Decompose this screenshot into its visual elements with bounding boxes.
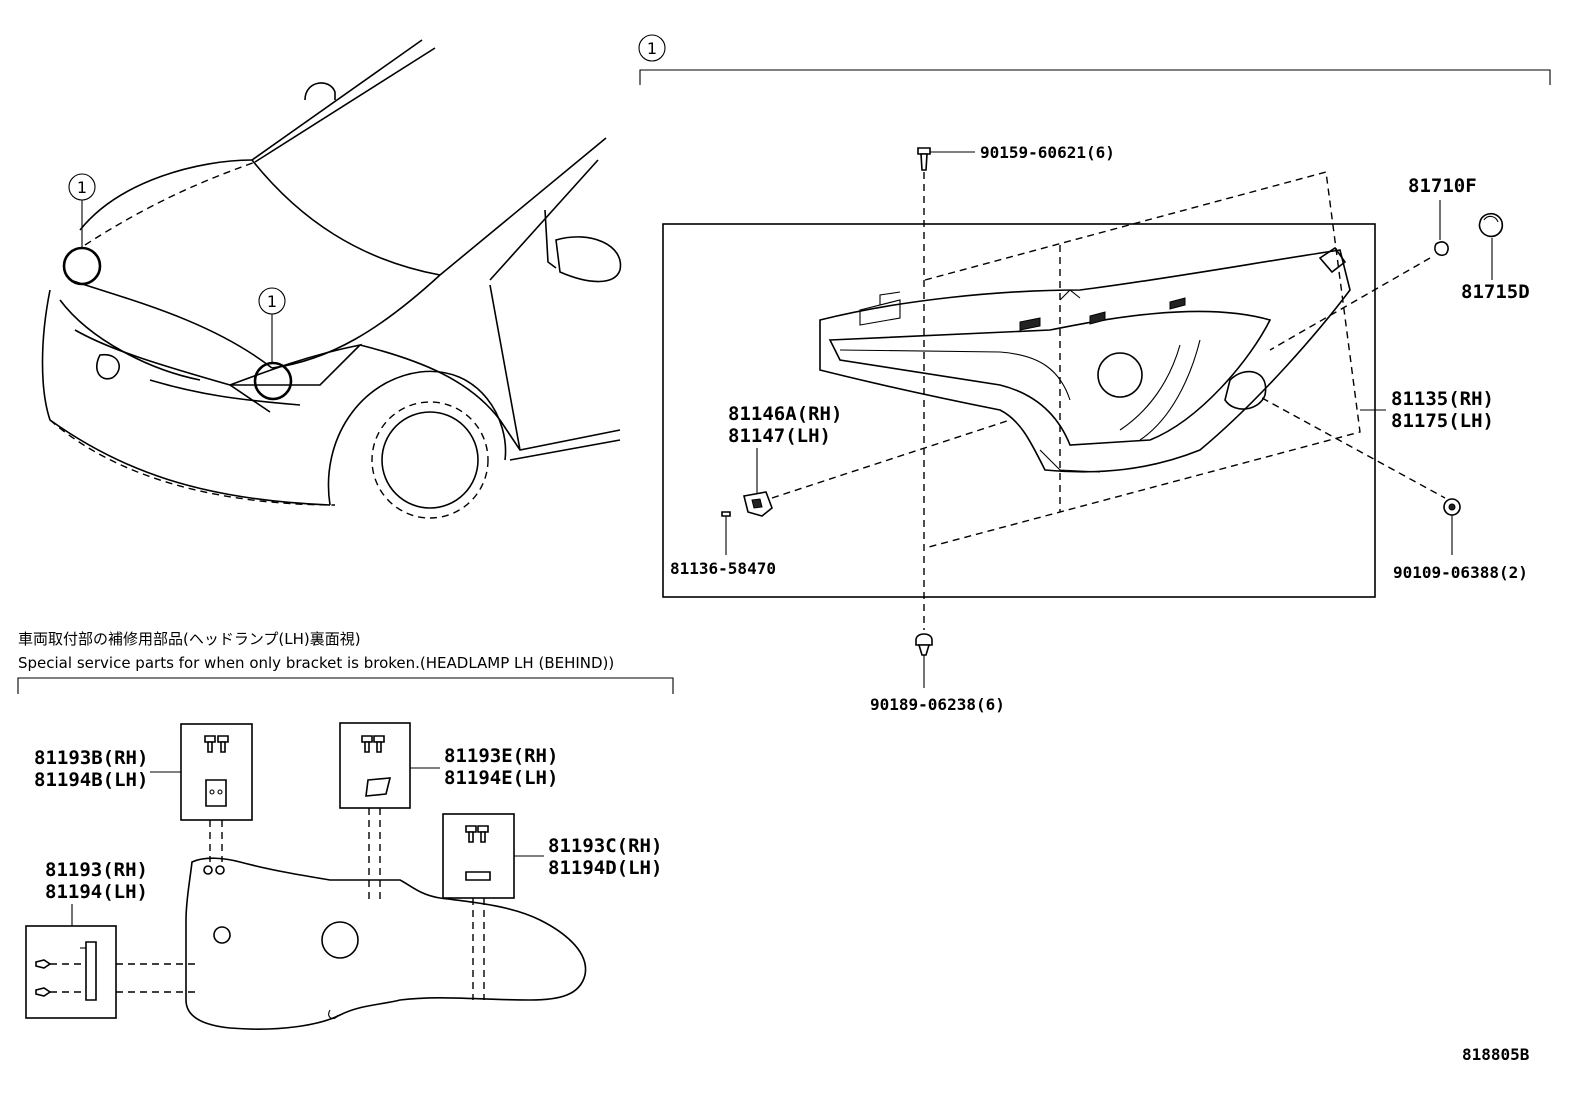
figure-id: 818805B (1462, 1045, 1530, 1064)
part-number[interactable]: 81146A(RH) (728, 403, 842, 425)
part-number[interactable]: 81194D(LH) (548, 857, 662, 879)
part-number[interactable]: 90109-06388(2) (1393, 563, 1528, 582)
service-title-jp: 車両取付部の補修用部品(ヘッドランプ(LH)裏面視) (18, 630, 361, 648)
bulb-cap-icon (1478, 212, 1504, 238)
part-number[interactable]: 81194(LH) (45, 881, 148, 903)
nut-plate-icon (465, 871, 491, 881)
service-title-en: Special service parts for when only brac… (18, 654, 614, 672)
part-number[interactable]: 81715D (1461, 281, 1530, 303)
part-number[interactable]: 81193(RH) (45, 859, 148, 881)
nut-plate-icon (205, 779, 227, 807)
assembly-bracket: 1 (638, 34, 1551, 85)
callout-number: 1 (647, 39, 657, 58)
part-number[interactable]: 81147(LH) (728, 425, 831, 447)
screw-icon (35, 959, 52, 997)
screw-icon (465, 825, 489, 843)
screw-icon (204, 735, 229, 753)
service-parts-section: 車両取付部の補修用部品(ヘッドランプ(LH)裏面視) Special servi… (17, 630, 674, 1030)
part-number[interactable]: 81194B(LH) (34, 769, 148, 791)
screw-icon (721, 511, 731, 517)
screw-icon (917, 147, 931, 171)
vehicle-front-view: 1 1 (41, 39, 622, 519)
part-number[interactable]: 81194E(LH) (444, 767, 558, 789)
headlamp-assembly (819, 246, 1351, 473)
bracket-plate-icon (80, 941, 97, 1001)
part-number[interactable]: 81193B(RH) (34, 747, 148, 769)
bracket-icon (743, 491, 773, 517)
cover-icon (1434, 241, 1449, 257)
part-number[interactable]: 81193C(RH) (548, 835, 662, 857)
part-number[interactable]: 81710F (1408, 175, 1477, 197)
headlamp-exploded-view: 90159-60621(6) 90189-06238(6) (662, 143, 1530, 714)
grommet-icon (1443, 498, 1461, 516)
part-number[interactable]: 81175(LH) (1391, 410, 1494, 432)
part-number[interactable]: 90159-60621(6) (980, 143, 1115, 162)
part-number[interactable]: 81136-58470 (670, 559, 776, 578)
part-number[interactable]: 81135(RH) (1391, 388, 1494, 410)
bracket-body (185, 857, 587, 1030)
callout-number: 1 (77, 178, 87, 197)
screw-icon (361, 735, 385, 753)
part-number[interactable]: 81193E(RH) (444, 745, 558, 767)
clip-icon (915, 633, 933, 656)
part-number[interactable]: 90189-06238(6) (870, 695, 1005, 714)
clip-icon (365, 777, 392, 797)
callout-number: 1 (267, 292, 277, 311)
